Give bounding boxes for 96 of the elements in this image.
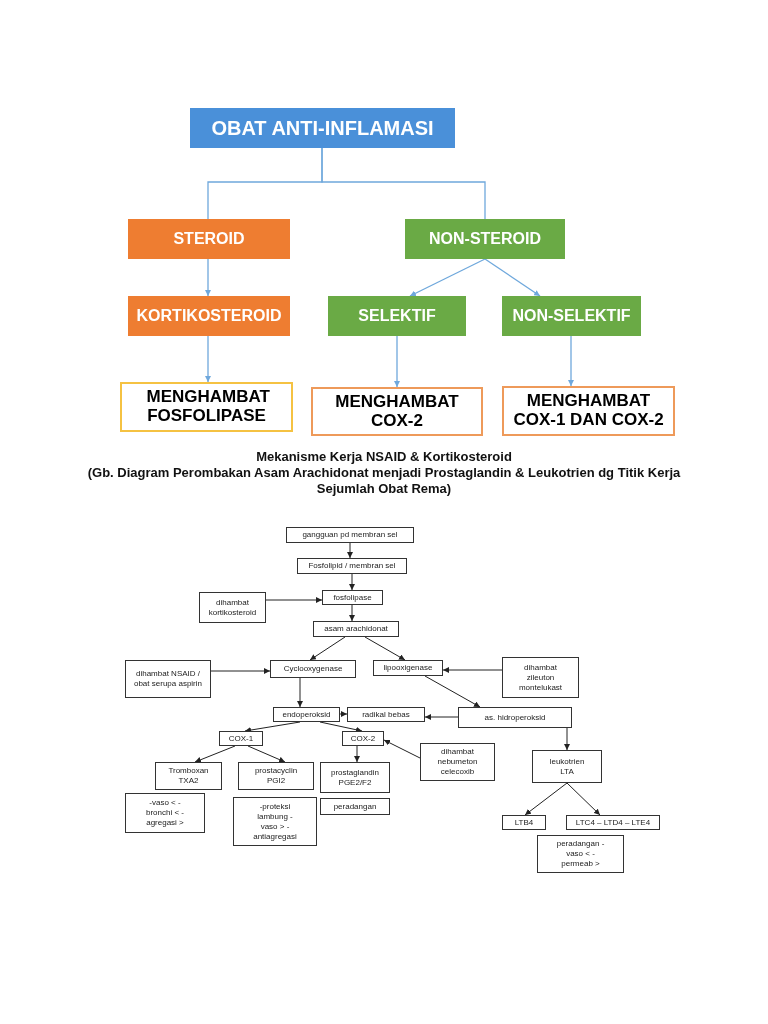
process-box: [458, 707, 572, 728]
arrow: [210, 668, 271, 674]
arrow: [524, 782, 568, 816]
process-box: [270, 660, 356, 678]
result-box: [311, 387, 483, 436]
process-box: [320, 798, 390, 815]
box-label: dihambat zileuton montelukast: [517, 662, 564, 693]
arrow: [205, 258, 211, 297]
process-box: [566, 815, 660, 830]
box-label: SELEKTIF: [358, 307, 436, 325]
arrow: [205, 335, 211, 383]
result-box: [502, 386, 675, 436]
box-label: as. hidroperoksid: [484, 712, 546, 723]
box-label: gangguan pd membran sel: [302, 530, 398, 540]
arrow: [364, 636, 406, 661]
box-label: KORTIKOSTEROID: [136, 307, 282, 325]
box-label: lipooxigenase: [383, 663, 433, 673]
arrow: [484, 258, 541, 297]
result-box: [120, 382, 293, 432]
process-box: [420, 743, 495, 781]
box-label: OBAT ANTI-INFLAMASI: [211, 116, 434, 140]
arrow: [354, 745, 360, 763]
process-box: [297, 558, 407, 574]
box-label: asam arachidonat: [324, 624, 388, 634]
box-label: MENGHAMBAT COX-1 DAN COX-2: [512, 392, 665, 430]
box-label: dihambat nebumeton celecoxib: [436, 747, 479, 777]
box-label: leukotrien LTA: [548, 756, 586, 777]
box-label: dihambat NSAID / obat serupa aspirin: [133, 669, 203, 689]
category-box: [128, 219, 290, 259]
arrow: [265, 597, 323, 603]
arrow: [566, 782, 601, 816]
process-box: [320, 762, 390, 793]
box-label: radikal bebas: [362, 709, 410, 720]
process-box: [125, 793, 205, 833]
arrow: [319, 721, 363, 733]
arrow: [424, 714, 459, 720]
arrow: [244, 721, 301, 733]
category-box: [405, 219, 565, 259]
box-label: prostaglandin PGE2/F2: [329, 767, 380, 788]
arrow: [564, 727, 570, 751]
arrow: [409, 258, 486, 297]
process-box: [233, 797, 317, 846]
arrow: [568, 335, 574, 387]
box-label: fosfolipase: [333, 592, 372, 603]
box-label: Tromboxan TXA2: [167, 766, 210, 786]
arrow: [424, 675, 481, 708]
process-box: [155, 762, 222, 790]
arrow: [383, 739, 421, 759]
diagram-caption: Mekanisme Kerja NSAID & Kortikosteroid: [255, 449, 513, 466]
category-box: [190, 108, 455, 148]
process-box: [273, 707, 340, 722]
box-label: dihambat kortikosteroid: [207, 597, 258, 618]
category-box: [328, 296, 466, 336]
box-label: LTB4: [514, 817, 534, 828]
box-label: LTC4 – LTD4 – LTE4: [575, 817, 651, 828]
box-label: peradangan: [333, 801, 377, 812]
arrow: [349, 573, 355, 591]
process-box: [373, 660, 443, 676]
process-box: [502, 657, 579, 698]
box-label: NON-SELEKTIF: [512, 307, 631, 325]
box-label: Cyclooxygenase: [283, 664, 343, 674]
process-box: [238, 762, 314, 790]
box-label: -proteksi lambung -vaso > -antiagregasi: [252, 801, 298, 842]
arrow: [309, 636, 346, 661]
process-box: [313, 621, 399, 637]
box-label: peradangan -vaso < -permeab >: [555, 839, 606, 869]
box-label: NON-STEROID: [429, 230, 541, 248]
process-box: [322, 590, 383, 605]
process-box: [342, 731, 384, 746]
box-label: -vaso < -bronchi < -agregasi >: [145, 798, 185, 828]
diagram-caption: (Gb. Diagram Perombakan Asam Arachidonat menjadi Prostaglandin & Leukotrien dg Titik Kerja Sejumlah Obat Rema): [86, 465, 682, 498]
category-box: [502, 296, 641, 336]
process-box: [532, 750, 602, 783]
arrow: [339, 711, 348, 717]
process-box: [199, 592, 266, 623]
process-box: [537, 835, 624, 873]
arrow: [347, 542, 353, 559]
arrow: [194, 745, 236, 763]
box-label: Fosfolipid / membran sel: [308, 561, 396, 571]
box-label: endoperoksid: [282, 709, 331, 720]
arrow: [349, 604, 355, 622]
arrow: [394, 335, 400, 388]
arrow: [247, 745, 286, 763]
process-box: [286, 527, 414, 543]
process-box: [347, 707, 425, 722]
process-box: [502, 815, 546, 830]
arrow: [442, 667, 503, 673]
arrow: [297, 677, 303, 708]
box-label: COX-1: [228, 733, 254, 744]
box-label: MENGHAMBAT COX-2: [334, 392, 460, 431]
box-label: COX-2: [350, 733, 376, 744]
category-box: [128, 296, 290, 336]
box-label: prostacyclin PGI2: [253, 766, 299, 786]
process-box: [219, 731, 263, 746]
process-box: [125, 660, 211, 698]
box-label: STEROID: [173, 230, 245, 248]
